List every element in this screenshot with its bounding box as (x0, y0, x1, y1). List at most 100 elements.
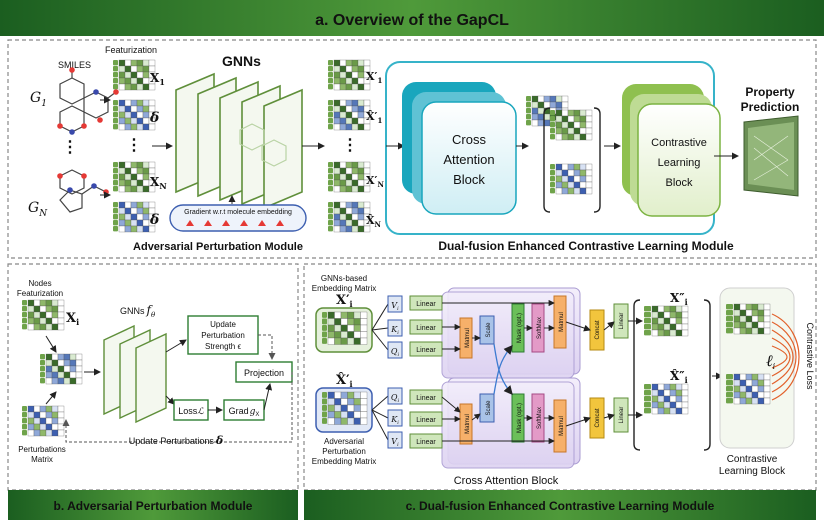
embed-pert-matrix-1 (328, 99, 371, 131)
matrix-cell (63, 353, 71, 361)
matrix-cell (142, 161, 150, 169)
matrix-cell (124, 99, 132, 107)
matrix-row-label-cell (328, 118, 333, 124)
matrix-cell (669, 395, 677, 403)
matrix-cell (345, 173, 353, 181)
matrix-row-label-cell (726, 310, 733, 316)
matrix-cell (681, 401, 689, 409)
cross-block-line3: Block (453, 172, 485, 187)
matrix-cell (573, 181, 581, 189)
matrix-cell (39, 429, 47, 437)
matrix-cell (651, 305, 659, 313)
gnn-stack: GNNs (152, 53, 325, 210)
matrix-cell (357, 65, 365, 73)
loss-label: Lossℒ (178, 406, 204, 417)
matrix-cell (57, 311, 65, 319)
matrix-cell (33, 305, 41, 313)
matrix-cell (651, 323, 659, 331)
panel-b-caption-text: b. Adversarial Perturbation Module (54, 499, 253, 513)
matrix-cell (333, 225, 341, 233)
matrix-cell (345, 225, 353, 233)
matrix-cell (124, 213, 132, 221)
matrix-cell (751, 385, 759, 393)
matrix-cell (757, 309, 765, 317)
matrix-row-label-cell (322, 398, 327, 405)
matrix-row-label-cell (644, 396, 651, 402)
matrix-row-label-cell (550, 182, 555, 188)
cross-attention-label: Cross Attention Block (454, 475, 559, 487)
matrix-cell (353, 398, 361, 406)
matrix-cell (357, 167, 365, 175)
matrix-cell (347, 417, 355, 425)
matrix-cell (63, 371, 71, 379)
matmul-bottom: Matmul (465, 414, 471, 434)
matrix-cell (531, 107, 539, 115)
matrix-cell (567, 187, 575, 195)
matrix-cell (745, 321, 753, 329)
matrix-row-label-cell (113, 78, 118, 84)
update-strength-3: Strength ϵ (205, 342, 241, 351)
matrix-cell (739, 373, 747, 381)
matrix-cell (353, 311, 361, 319)
matrix-cell (739, 397, 747, 405)
matrix-cell (136, 123, 144, 131)
matrix-cell (561, 181, 569, 189)
matrix-cell (57, 429, 65, 437)
matrix-cell (681, 329, 689, 337)
matrix-cell (347, 411, 355, 419)
matrix-row-label-cell (328, 220, 333, 226)
vkq-bottom: Qi Ki Vi (387, 387, 403, 449)
matrix-cell (339, 105, 347, 113)
matrix-cell (57, 377, 65, 385)
matrix-cell (745, 327, 753, 335)
matrix-cell (357, 111, 365, 119)
feature-matrix-n (113, 161, 156, 193)
matrix-row-label-cell (22, 418, 27, 424)
matrix-cell (651, 407, 659, 415)
matrix-row-label-cell (328, 124, 333, 130)
matrix-cell (57, 417, 65, 425)
contrastive-loss-vertical: Contrastive Loss (805, 322, 815, 390)
linear-bottom-v: Linear (416, 439, 436, 446)
matrix-cell (45, 371, 53, 379)
matrix-row-label-cell (526, 108, 531, 114)
matrix-cell (340, 331, 348, 339)
overview-panel (7, 39, 817, 259)
matrix-cell (351, 161, 359, 169)
matrix-cell (363, 83, 371, 91)
matrix-cell (351, 117, 359, 125)
matrix-cell (39, 405, 47, 413)
matrix-cell (573, 109, 581, 117)
contrast-label-1: Contrastive (727, 454, 778, 465)
matrix-row-label-cell (328, 78, 333, 84)
matrix-cell (148, 83, 156, 91)
matrix-row-label-cell (726, 392, 733, 398)
matrix-cell (334, 411, 342, 419)
matrix-cell (45, 305, 53, 313)
matrix-cell (561, 101, 569, 109)
matrix-cell (360, 318, 368, 326)
c-embed-matrix (322, 311, 368, 345)
matrix-row-label-cell (322, 325, 327, 331)
matrix-cell (739, 327, 747, 335)
matrix-cell (663, 311, 671, 319)
matrix-cell (663, 317, 671, 325)
matrix-cell (333, 161, 341, 169)
matrix-cell (561, 109, 569, 117)
matrix-cell (537, 101, 545, 109)
matrix-cell (345, 213, 353, 221)
matrix-cell (327, 391, 335, 399)
molecule-n-label: GN (28, 200, 48, 219)
matrix-cell (757, 373, 765, 381)
matrix-cell (130, 213, 138, 221)
matrix-row-label-cell (113, 118, 118, 124)
matrix-cell (142, 111, 150, 119)
matrix-cell (555, 127, 563, 135)
embed-pert-matrix-n (328, 201, 371, 233)
matrix-row-label-cell (726, 380, 733, 386)
matrix-cell (333, 185, 341, 193)
update-strength-box (187, 315, 259, 355)
matrix-cell (333, 111, 341, 119)
matrix-cell (327, 398, 335, 406)
matrix-cell (339, 225, 347, 233)
